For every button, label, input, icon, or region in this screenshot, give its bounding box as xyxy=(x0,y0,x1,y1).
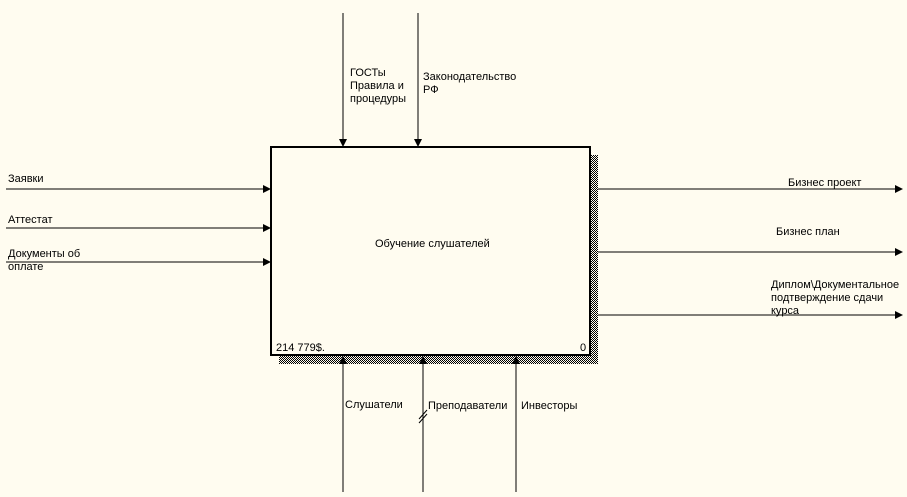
output-label-business-project: Бизнес проект xyxy=(788,177,862,189)
control-label-gost: ГОСТы Правила и процедуры xyxy=(350,67,407,105)
input-label-attestat: Аттестат xyxy=(8,214,53,226)
mechanism-arrow-investors[interactable] xyxy=(512,356,520,492)
box-shadow-right xyxy=(590,155,598,364)
control-arrow-legislation[interactable] xyxy=(414,13,422,147)
input-label-payment-docs: Документы об оплате xyxy=(8,248,81,273)
input-arrow-payment-docs[interactable] xyxy=(6,258,271,266)
activity-cost: 214 779$. xyxy=(276,342,325,354)
control-label-legislation: Законодательство РФ xyxy=(423,71,517,96)
output-arrow-diploma[interactable] xyxy=(598,311,903,319)
activity-title: Обучение слушателей xyxy=(375,238,490,250)
activity-node-number: 0 xyxy=(580,342,587,354)
output-arrow-business-plan[interactable] xyxy=(598,248,903,256)
tunnel-squiggle-icon xyxy=(418,409,428,424)
mechanism-arrow-students[interactable] xyxy=(339,356,347,492)
output-label-business-plan: Бизнес план xyxy=(776,226,840,238)
mechanism-label-investors: Инвесторы xyxy=(521,400,578,412)
input-label-zayavki: Заявки xyxy=(8,173,44,185)
activity-box[interactable] xyxy=(270,146,591,356)
input-arrow-zayavki[interactable] xyxy=(6,185,271,193)
mechanism-label-students: Слушатели xyxy=(345,399,403,411)
output-arrow-business-project[interactable] xyxy=(598,185,903,193)
control-arrow-gost[interactable] xyxy=(339,13,347,147)
mechanism-arrow-teachers[interactable] xyxy=(418,356,428,492)
input-arrow-attestat[interactable] xyxy=(6,224,271,232)
mechanism-label-teachers: Преподаватели xyxy=(428,400,508,412)
output-label-diploma: Диплом\Документальное подтверждение сдач… xyxy=(771,279,900,317)
box-shadow-bottom xyxy=(279,355,598,364)
